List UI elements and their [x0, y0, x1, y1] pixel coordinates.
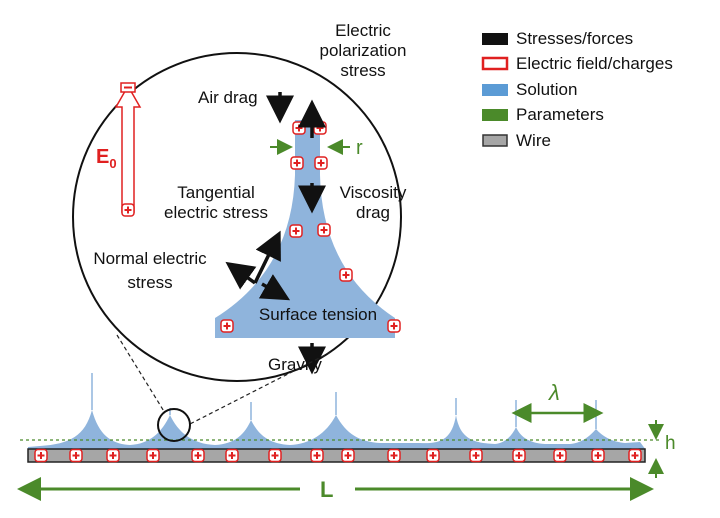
normal-stress-arrow: [225, 261, 257, 290]
legend: Stresses/forces Electric field/charges S…: [481, 29, 673, 150]
charge-icon: [553, 448, 567, 463]
charge-icon: [220, 319, 234, 333]
legend-label-parameters: Parameters: [516, 105, 604, 124]
charge-icon: [121, 203, 135, 217]
legend-label-forces: Stresses/forces: [516, 29, 633, 48]
radius-label: r: [356, 137, 363, 159]
charge-icon: [591, 448, 605, 463]
field-label: E0: [96, 146, 117, 171]
legend-label-field: Electric field/charges: [516, 54, 673, 73]
charge-icon: [191, 448, 205, 463]
length-label: L: [320, 477, 333, 502]
charge-icon: [310, 448, 324, 463]
tangential-label-line2: electric stress: [164, 203, 268, 222]
charge-icon: [34, 448, 48, 463]
zoom-target-circle: [157, 408, 191, 442]
polarization-label-line1: Electric: [335, 21, 391, 40]
polarization-label-line3: stress: [340, 61, 385, 80]
legend-swatch-wire: [482, 134, 508, 147]
charge-icon: [387, 448, 401, 463]
legend-label-wire: Wire: [516, 131, 551, 150]
charge-icon: [69, 448, 83, 463]
charge-icon: [469, 448, 483, 463]
thickness-label: h: [665, 433, 676, 454]
electric-field-arrow: [114, 82, 142, 217]
charge-icon: [146, 448, 160, 463]
charge-icon: [317, 223, 331, 237]
viscosity-label-line2: drag: [356, 203, 390, 222]
legend-swatch-field: [481, 56, 509, 71]
normal-label-line2: stress: [127, 273, 172, 292]
wire: [27, 448, 646, 463]
solution-layer: [28, 410, 646, 450]
charge-icon: [314, 156, 328, 170]
legend-swatch-solution: [482, 84, 508, 96]
charge-icon: [225, 448, 239, 463]
charge-icon: [387, 319, 401, 333]
charge-icon: [268, 448, 282, 463]
legend-swatch-parameters: [482, 109, 508, 121]
charge-icon: [628, 448, 642, 463]
tangential-stress-arrow: [253, 230, 281, 284]
charge-icon: [339, 268, 353, 282]
zoom-line-left: [116, 334, 166, 414]
tangential-label-line1: Tangential: [177, 183, 255, 202]
normal-label-line1: Normal electric: [93, 249, 207, 268]
legend-label-solution: Solution: [516, 80, 577, 99]
charge-icon: [289, 224, 303, 238]
viscosity-label-line1: Viscosity: [340, 183, 407, 202]
surface-tension-label: Surface tension: [259, 305, 377, 324]
charge-icon: [106, 448, 120, 463]
charge-icon: [290, 156, 304, 170]
air-drag-label: Air drag: [198, 88, 258, 107]
zoom-line-right: [187, 351, 332, 426]
wavelength-label: λ: [548, 380, 560, 405]
gravity-label: Gravity: [268, 355, 322, 374]
polarization-label-line2: polarization: [320, 41, 407, 60]
legend-swatch-forces: [482, 33, 508, 45]
charge-icon: [426, 448, 440, 463]
force-arrows: [225, 92, 326, 375]
charge-icon: [313, 121, 327, 135]
charge-icon: [292, 121, 306, 135]
charge-icon: [512, 448, 526, 463]
surface-tension-arrow: [258, 274, 291, 301]
charge-icon: [341, 448, 355, 463]
